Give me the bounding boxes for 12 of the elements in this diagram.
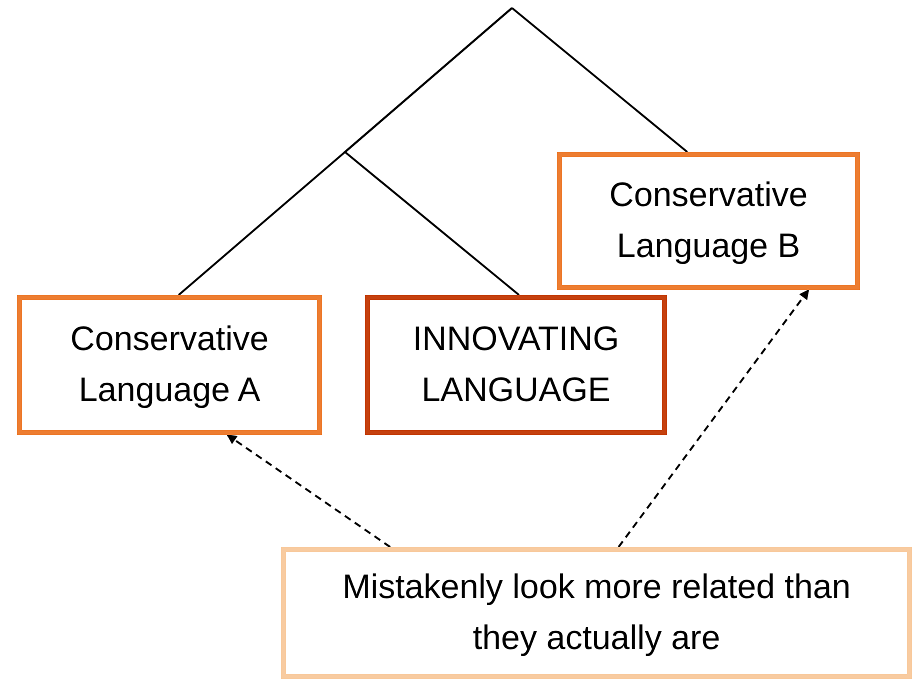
language-box [17, 295, 322, 435]
language-box [365, 295, 667, 435]
node-label: Conservative Language B [608, 175, 809, 267]
note-box [281, 547, 912, 679]
language-box [557, 152, 860, 290]
arrow [618, 289, 810, 548]
node-label: INNOVATING LANGUAGE [412, 319, 620, 411]
arrow [226, 434, 391, 548]
tree-branch [343, 7, 520, 296]
node-label: Conservative Language A [69, 319, 270, 411]
node-label: Mistakenly look more related than they actually are [341, 567, 852, 659]
tree-branch [511, 7, 688, 153]
